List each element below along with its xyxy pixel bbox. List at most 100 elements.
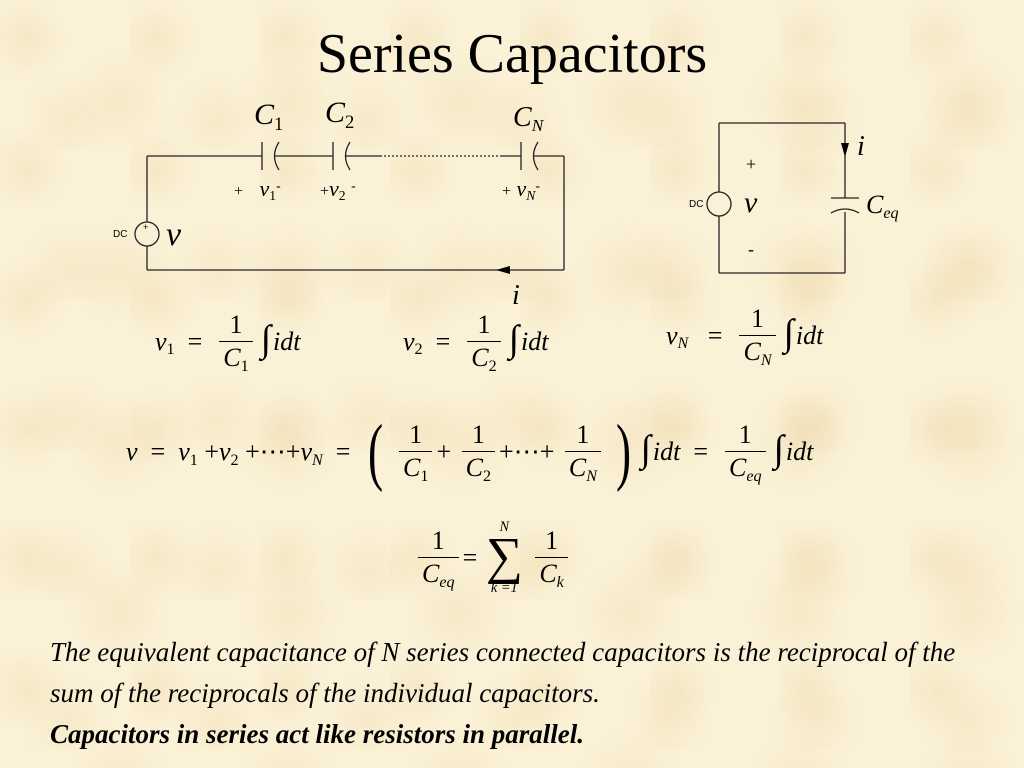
voltage-letter: v <box>329 176 339 201</box>
cap-c2-label: C2 <box>325 96 354 132</box>
den-letter: C <box>729 453 747 483</box>
sum-lhs: v <box>126 436 138 466</box>
eq-fraction: 1 C2 <box>467 312 501 375</box>
source-plus-left: + <box>143 222 149 232</box>
frac-den: C2 <box>467 342 500 375</box>
plus-sign: + <box>234 183 244 200</box>
eq-equals: = <box>462 542 478 572</box>
term-sub: N <box>312 451 323 469</box>
den-sub: 2 <box>488 357 497 375</box>
den-sub: 1 <box>240 357 249 375</box>
explanation-text: The equivalent capacitance of N series c… <box>50 637 956 708</box>
eq-equals: = <box>329 436 357 466</box>
den-letter: C <box>568 453 587 483</box>
integral-sign: ∫ <box>508 318 520 361</box>
frac-den: C1 <box>399 452 432 485</box>
eq-row: v2 <box>403 326 423 359</box>
voltage-v1-label: + v1- <box>234 176 281 203</box>
frac-num: 1 <box>725 422 766 453</box>
current-label-right: i <box>857 131 865 162</box>
minus-sign: - <box>276 177 281 193</box>
frac-den: CN <box>739 336 775 369</box>
eq-equals: = <box>144 436 172 466</box>
frac-den: C2 <box>462 452 495 485</box>
plus-sign: + <box>502 183 512 200</box>
plus-op: + <box>436 436 452 466</box>
cap-letter: C <box>325 96 346 129</box>
eq-lhs: v <box>666 320 678 350</box>
term-sub: 1 <box>189 451 198 469</box>
slide-title: Series Capacitors <box>316 23 708 85</box>
bold-conclusion: Capacitors in series act like resistors … <box>50 719 585 749</box>
eq-lhs: v <box>155 326 167 356</box>
den-letter: C <box>539 559 557 589</box>
eq-equals: = <box>694 320 729 350</box>
equation-v2: v2 = 1 C2 ∫idt <box>403 312 549 375</box>
eq-fraction: 1 C1 <box>219 312 253 374</box>
den-sub: k <box>556 574 564 592</box>
cap-letter: C <box>866 190 884 219</box>
sum-frac-eq: 1 Ceq <box>725 422 766 485</box>
den-letter: C <box>743 337 761 366</box>
den-letter: C <box>403 453 421 483</box>
eq-lhs: v <box>403 326 415 356</box>
ceq-label: Ceq <box>866 190 899 222</box>
plus-sign: + <box>320 183 330 200</box>
eq-fraction: 1 CN <box>739 306 776 369</box>
eq-tail: idt <box>273 326 301 356</box>
dc-source-label-left: DC <box>113 229 128 240</box>
voltage-label-right: v <box>744 186 758 219</box>
den-sub: N <box>760 351 772 369</box>
term-v: v <box>178 436 190 466</box>
current-label-left: i <box>512 280 520 311</box>
frac-den: Ceq <box>418 558 459 591</box>
frac-den: Ck <box>535 558 568 591</box>
cap-sub: eq <box>883 204 899 222</box>
den-letter: C <box>223 343 241 372</box>
frac-num: 1 <box>467 312 501 342</box>
voltage-letter: v <box>259 176 270 201</box>
sum-frac-1: 1 C1 <box>399 422 433 485</box>
cap-letter: C <box>513 102 532 133</box>
voltage-v2-label: +v2 - <box>320 176 356 204</box>
den-sub: N <box>586 468 597 486</box>
ellipsis: ⋯ <box>259 436 286 466</box>
integral-sign: ∫ <box>640 428 651 471</box>
eq-tail: idt <box>652 436 681 466</box>
minus-sign-right: - <box>748 239 754 259</box>
frac-num: 1 <box>739 306 776 336</box>
den-sub: eq <box>746 468 762 486</box>
sum-frac-n: 1 CN <box>564 422 601 485</box>
frac-num: 1 <box>535 528 568 559</box>
ellipsis: ⋯ <box>513 436 540 466</box>
den-letter: C <box>465 453 483 483</box>
eq-equals: = <box>429 326 457 356</box>
eq-lhs-sub: 2 <box>414 341 423 359</box>
integral-sign: ∫ <box>783 312 794 355</box>
plus-dots: +⋯+ <box>499 436 555 466</box>
term-v: v <box>219 436 231 466</box>
frac-den: Ceq <box>725 452 766 485</box>
cap-letter: C <box>254 98 275 131</box>
term-sub: 2 <box>230 451 239 469</box>
current-arrow-right <box>841 143 849 157</box>
eq-equals: = <box>181 326 209 356</box>
eq-lhs-sub: 1 <box>166 341 175 359</box>
plus-sign-right: + <box>746 154 757 174</box>
sum-lower: k =1 <box>490 580 518 597</box>
frac-num: 1 <box>418 528 459 559</box>
den-letter: C <box>471 343 489 372</box>
sum-upper: N <box>499 519 510 535</box>
voltage-vn-label: + vN- <box>502 178 540 204</box>
frac-num: 1 <box>219 312 253 342</box>
eq-row: vN <box>666 320 688 352</box>
voltage-sub: N <box>526 188 536 204</box>
frac-den: CN <box>565 452 601 485</box>
frac-num: 1 <box>399 422 433 453</box>
integral-sign: ∫ <box>773 428 784 471</box>
eq-tail: idt <box>521 326 549 356</box>
frac-num: 1 <box>564 422 601 453</box>
voltage-sub: 2 <box>338 188 346 204</box>
current-arrow-left <box>496 266 510 274</box>
sigma-glyph: ∑ <box>485 528 523 586</box>
